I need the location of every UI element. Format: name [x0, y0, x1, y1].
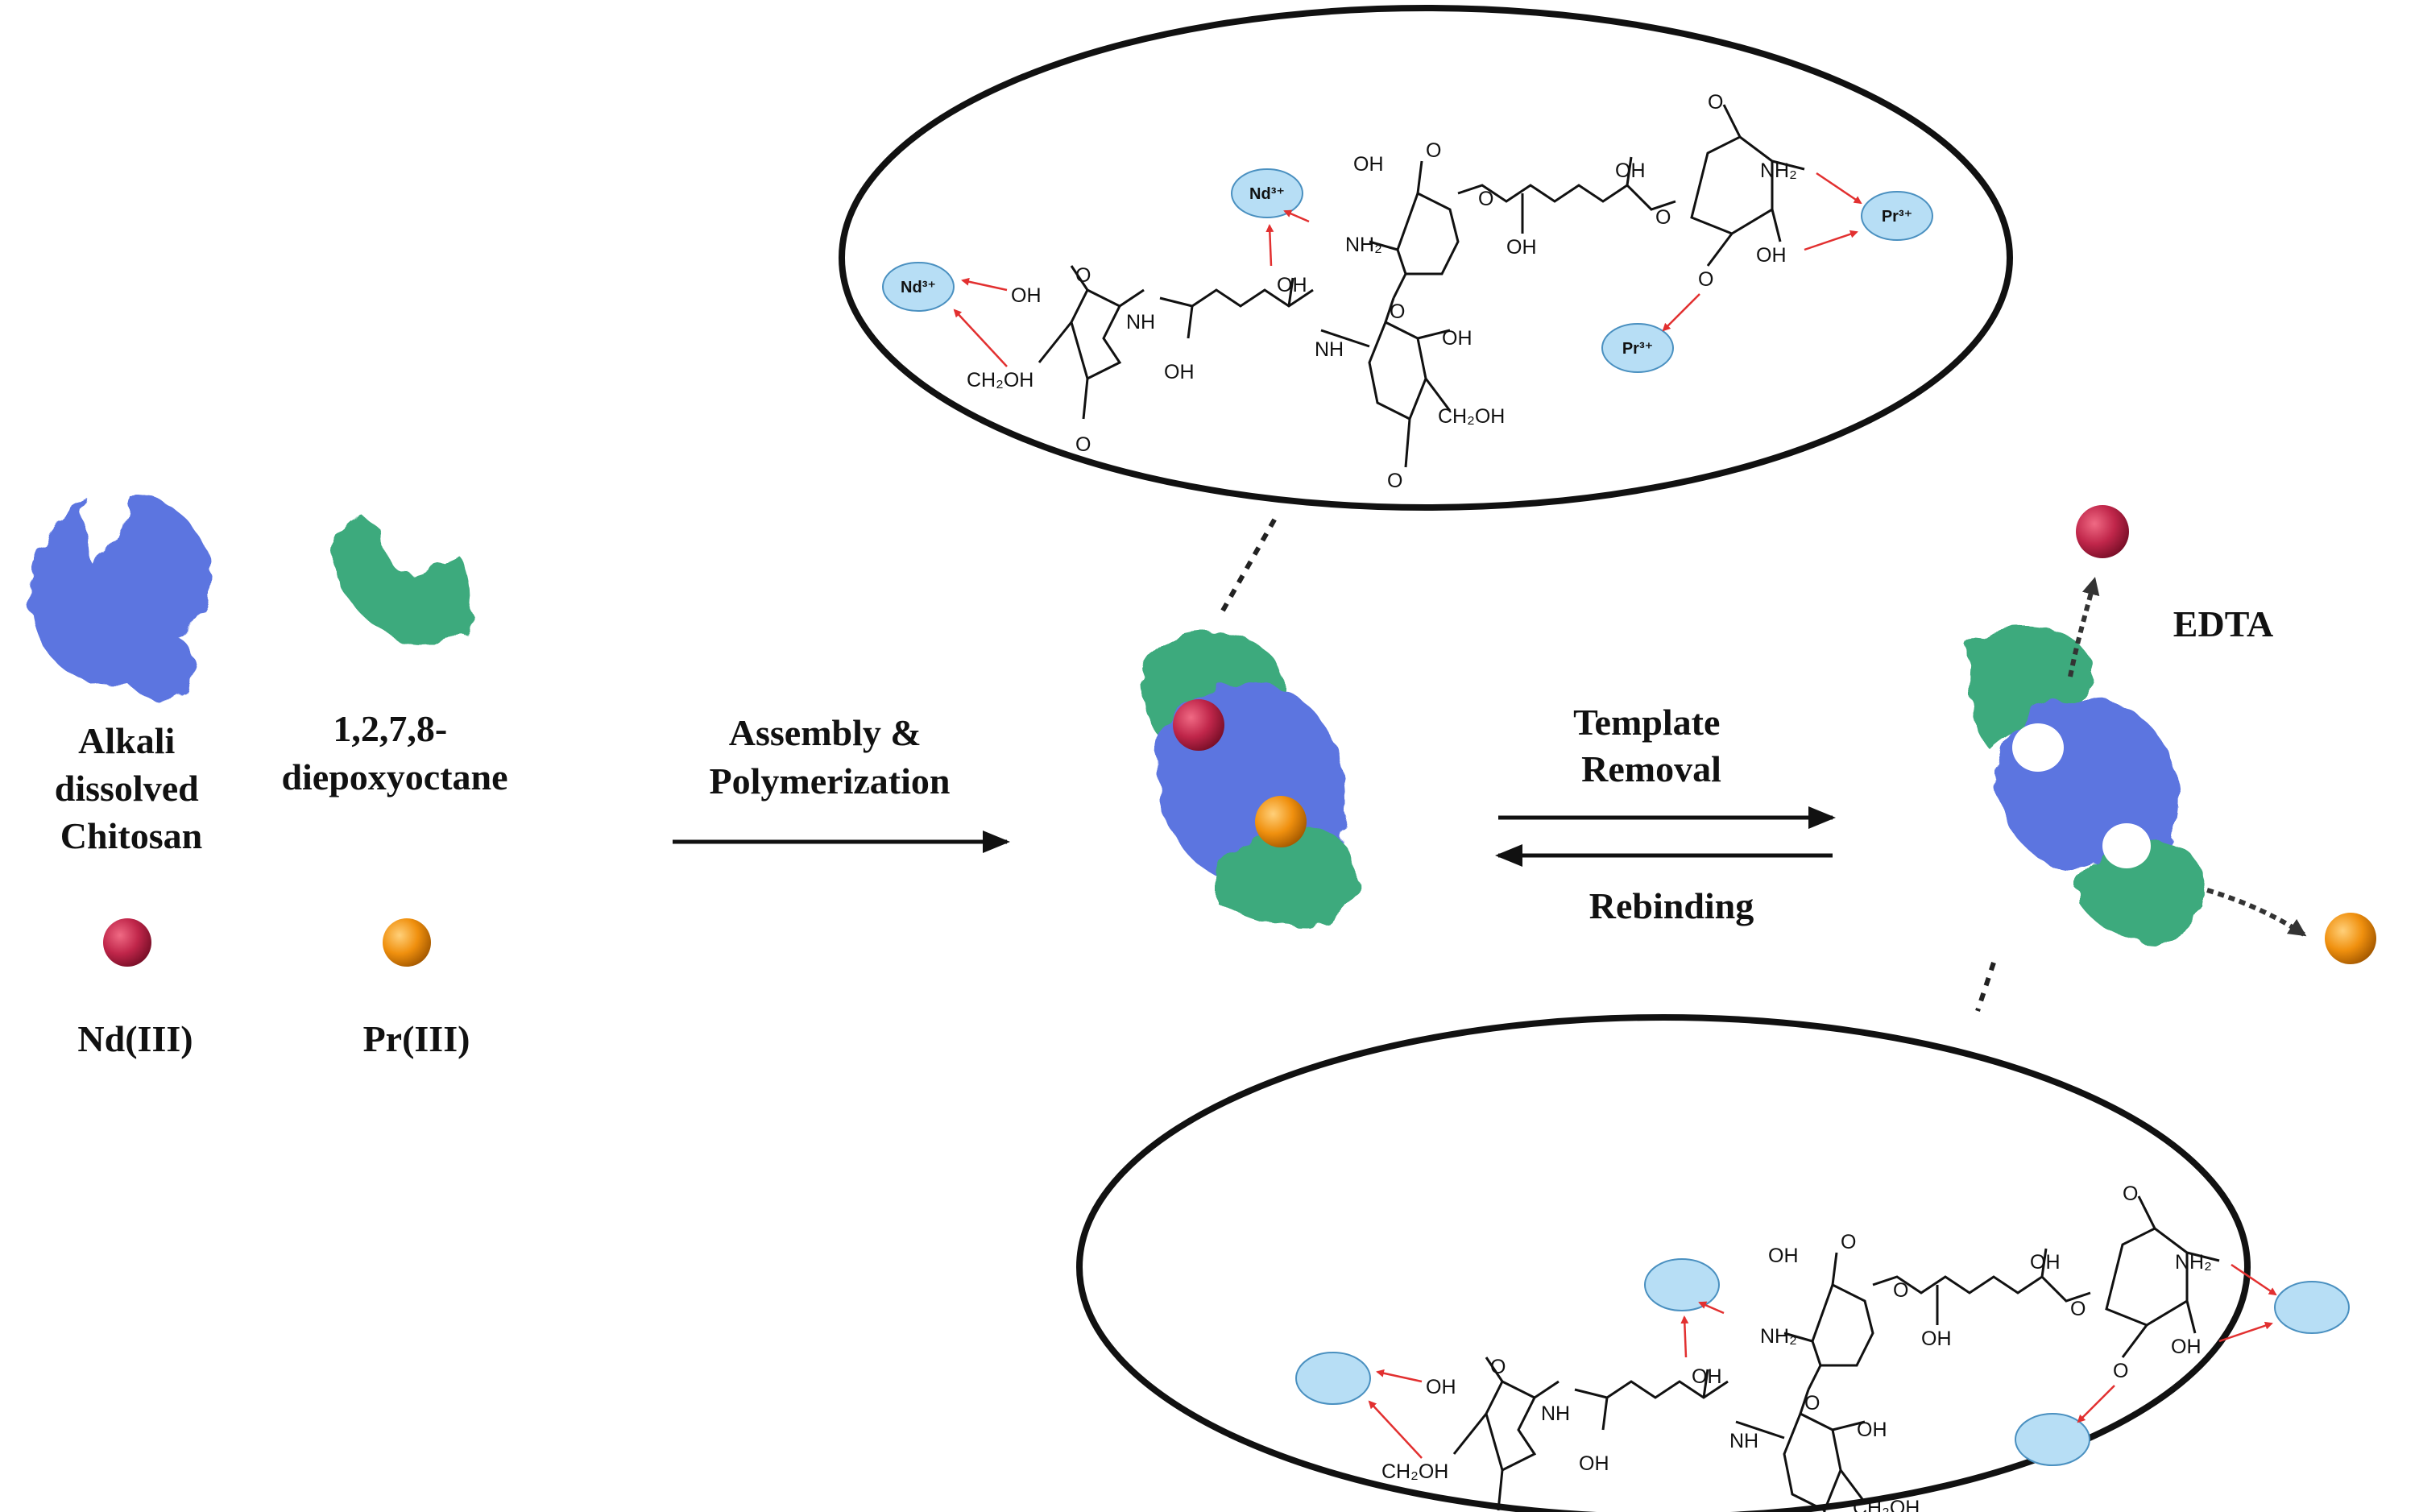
o-label: O	[1075, 433, 1091, 456]
empty-cavity-pr	[2102, 823, 2151, 868]
o-label: O	[1698, 268, 1713, 291]
rebinding-label: Rebinding	[1589, 885, 1754, 926]
nh2-label: NH₂	[2175, 1251, 2212, 1274]
structure-zoom-top: OH CH₂OH O O NH OH OH NH OH CH₂OH O OH N…	[839, 5, 2013, 511]
oh-label: OH	[1579, 1452, 1609, 1475]
oh-label: OH	[1442, 327, 1473, 350]
o-label: O	[1490, 1356, 1506, 1378]
edta-label: EDTA	[2173, 603, 2273, 644]
imprinted-polymer-cluster	[1140, 632, 1357, 926]
ch2oh-label: CH₂OH	[1438, 405, 1505, 428]
empty-site-right	[2274, 1281, 2350, 1334]
zoom-ellipse-top	[839, 5, 2013, 511]
nh-label: NH	[1541, 1402, 1570, 1425]
nh-label: NH	[1315, 338, 1344, 361]
diepoxyoctane-blob-icon	[333, 516, 473, 645]
o-label: O	[1841, 1231, 1856, 1253]
o-label: O	[1478, 188, 1493, 210]
release-pr-arrow	[2206, 888, 2307, 937]
o-label: O	[1655, 206, 1671, 229]
nh-label: NH	[1729, 1430, 1758, 1452]
empty-cavity-nd	[2012, 723, 2064, 772]
svg-text:Pr³⁺: Pr³⁺	[1622, 340, 1653, 358]
nh2-label: NH₂	[1760, 159, 1797, 182]
nd-bound-sphere-icon	[1173, 699, 1224, 751]
ch2oh-label: CH₂OH	[967, 369, 1033, 391]
pr-label: Pr(III)	[363, 1018, 470, 1059]
assembly-label: Assembly & Polymerization	[710, 712, 951, 802]
o-label: O	[2123, 1183, 2138, 1205]
o-label: O	[1804, 1392, 1820, 1415]
nh2-label: NH₂	[1345, 234, 1382, 256]
released-nd-sphere-icon	[2076, 505, 2129, 558]
pr-ion-bottom: Pr³⁺	[1601, 323, 1674, 373]
nd-label: Nd(III)	[77, 1018, 193, 1059]
oh-label: OH	[1353, 153, 1384, 176]
nd-ion-left: Nd³⁺	[882, 262, 955, 312]
chitosan-label: Alkali dissolved Chitosan	[55, 720, 208, 856]
template-removal-label: Template Removal	[1573, 702, 1729, 789]
svg-text:Nd³⁺: Nd³⁺	[1249, 185, 1285, 203]
released-pr-sphere-icon	[2325, 913, 2376, 964]
oh-label: OH	[2030, 1251, 2061, 1274]
o-label: O	[2113, 1360, 2128, 1382]
structure-zoom-bottom: OH CH₂OH O O NH OH OH NH OH CH₂OH O OH N…	[1076, 1014, 2350, 1512]
template-removed-polymer-cluster	[1967, 626, 2205, 943]
coordination-arrows-bottom	[1368, 1263, 2277, 1459]
o-label: O	[1075, 264, 1091, 287]
nd-ion-top: Nd³⁺	[1231, 168, 1303, 218]
zoom-dotted-line-bottom	[1975, 962, 1996, 1012]
chitosan-blob-icon	[31, 495, 213, 702]
empty-site-left	[1295, 1352, 1371, 1405]
o-label: O	[1387, 470, 1402, 492]
oh-label: OH	[1921, 1328, 1952, 1350]
oh-label: OH	[1506, 236, 1537, 259]
coordination-arrows-top	[953, 172, 1862, 367]
o-label: O	[2070, 1298, 2086, 1320]
oh-label: OH	[1011, 284, 1042, 307]
o-label: O	[1426, 139, 1441, 162]
oh-label: OH	[1692, 1365, 1722, 1388]
pr-ion-sphere-icon	[383, 918, 431, 967]
nh2-label: NH₂	[1760, 1325, 1797, 1348]
ch2oh-label: CH₂OH	[1381, 1460, 1448, 1483]
empty-site-bottom	[2015, 1413, 2090, 1466]
oh-label: OH	[1768, 1245, 1799, 1267]
ch2oh-label: CH₂OH	[1853, 1497, 1920, 1512]
svg-text:Pr³⁺: Pr³⁺	[1882, 208, 1912, 226]
o-label: O	[1893, 1279, 1908, 1302]
release-nd-arrow	[2068, 577, 2100, 677]
oh-label: OH	[1277, 274, 1307, 296]
oh-label: OH	[1615, 159, 1646, 182]
oh-label: OH	[1426, 1376, 1456, 1398]
oh-label: OH	[1756, 244, 1787, 267]
empty-site-top	[1644, 1258, 1720, 1311]
nd-ion-sphere-icon	[103, 918, 151, 967]
pr-bound-sphere-icon	[1255, 796, 1307, 847]
zoom-dotted-line-top	[1220, 514, 1279, 612]
oh-label: OH	[1164, 361, 1195, 383]
o-label: O	[1390, 300, 1405, 323]
o-label: O	[1708, 91, 1723, 114]
oh-label: OH	[1857, 1419, 1887, 1441]
oh-label: OH	[2171, 1336, 2202, 1358]
svg-text:Nd³⁺: Nd³⁺	[901, 279, 936, 296]
nh-label: NH	[1126, 311, 1155, 333]
crosslinker-label: 1,2,7,8- diepoxyoctane	[281, 708, 507, 797]
chitosan-crosslinked-structure: OH CH₂OH O O NH OH OH NH OH CH₂OH O OH N…	[882, 91, 1933, 492]
pr-ion-right: Pr³⁺	[1861, 191, 1933, 241]
